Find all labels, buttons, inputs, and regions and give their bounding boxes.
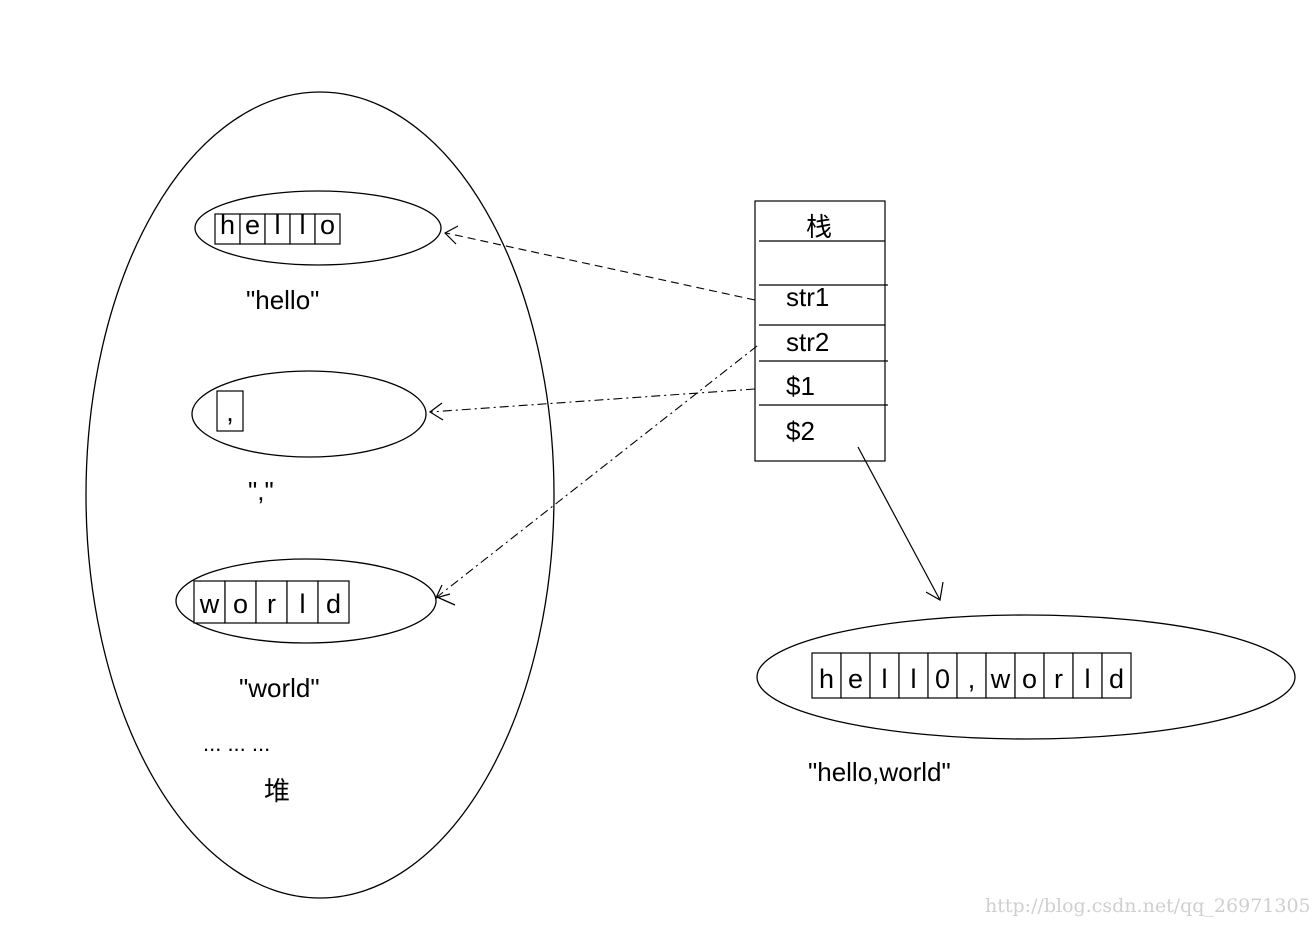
char-cell — [1101, 652, 1132, 699]
char-cell — [898, 652, 929, 699]
arrow-tail-tick — [436, 596, 456, 606]
arrow-2-to-result — [857, 446, 941, 601]
char-cell — [286, 580, 319, 624]
stack-slot-2: $2 — [786, 416, 815, 446]
char-cell-text: , — [968, 664, 976, 694]
char-cell-text: , — [226, 397, 234, 427]
char-cell-text: h — [220, 210, 235, 240]
char-cell — [314, 213, 341, 245]
heap-caption-hello: "hello" — [246, 285, 319, 315]
char-cell-text: o — [320, 210, 335, 240]
result-ellipse — [756, 614, 1296, 740]
stack-slot-1: $1 — [786, 371, 815, 401]
char-cell — [216, 390, 244, 432]
char-cell-text: l — [882, 664, 888, 694]
char-cell — [1072, 652, 1103, 699]
char-cell-text: r — [1054, 664, 1063, 694]
char-cell — [255, 580, 288, 624]
arrowhead — [444, 225, 459, 245]
char-cell-text: w — [199, 589, 220, 619]
char-cell-text: l — [275, 210, 281, 240]
char-cell — [1014, 652, 1045, 699]
char-cell-text: d — [1109, 664, 1124, 694]
char-cell-text: e — [848, 664, 863, 694]
arrowhead — [925, 581, 944, 601]
char-cell-text: 0 — [935, 664, 950, 694]
char-cell — [1043, 652, 1074, 699]
char-cell-text: e — [245, 210, 260, 240]
char-cell-text: l — [911, 664, 917, 694]
char-cell — [811, 652, 842, 699]
stack-slot-str1: str1 — [786, 282, 829, 312]
arrow-str2-to-world — [436, 345, 758, 598]
char-cell — [985, 652, 1016, 699]
char-cell-text: o — [233, 589, 248, 619]
char-cell-text: o — [1022, 664, 1037, 694]
stack-box — [754, 200, 886, 462]
heap-caption-world: "world" — [239, 673, 320, 703]
char-cell-text: d — [326, 589, 341, 619]
arrowhead — [434, 584, 451, 599]
arrow-str1-to-hello — [445, 232, 756, 301]
char-cell — [317, 580, 350, 624]
char-cell-text: l — [1085, 664, 1091, 694]
pointer-arrows — [428, 225, 944, 606]
char-cell-text: l — [300, 210, 306, 240]
char-cell — [840, 652, 871, 699]
char-cell — [869, 652, 900, 699]
heap-label: 堆 — [264, 777, 290, 807]
char-cell-text: h — [819, 664, 834, 694]
stack-title: 栈 — [806, 213, 832, 243]
stack-slot-str2: str2 — [786, 327, 829, 357]
heap-ellipse — [85, 91, 555, 899]
arrow-1-to-comma — [429, 388, 756, 413]
char-cell — [927, 652, 958, 699]
char-cell — [224, 580, 257, 624]
result-caption: "hello,world" — [808, 757, 951, 787]
char-cells: , — [216, 390, 244, 432]
watermark: http://blog.csdn.net/qq_26971305 — [985, 895, 1311, 917]
stack-region: 栈 str1 str2 $1 $2 — [754, 200, 888, 462]
heap-object-ellipse — [175, 558, 437, 644]
arrowhead — [428, 402, 444, 421]
heap-caption-comma: "," — [248, 476, 274, 506]
char-cell-text: r — [267, 589, 276, 619]
char-cell — [289, 213, 316, 245]
heap-object-ellipse — [194, 190, 442, 266]
char-cell-text: l — [300, 589, 306, 619]
heap-object-ellipse — [191, 370, 427, 458]
char-cell-text: w — [990, 664, 1011, 694]
heap-ellipsis: ... ... ... — [203, 731, 270, 756]
heap-object-comma: , "," — [191, 370, 427, 506]
char-cell — [239, 213, 266, 245]
